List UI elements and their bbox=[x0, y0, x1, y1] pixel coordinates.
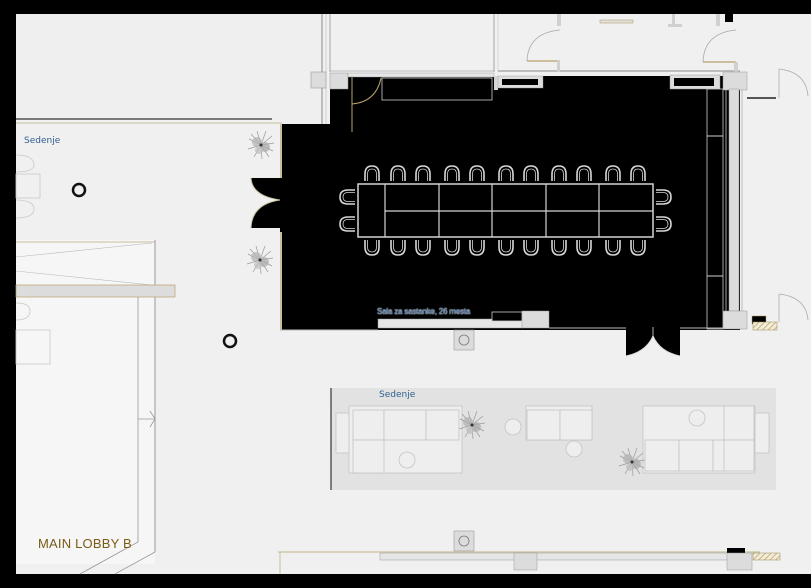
right-corridor bbox=[747, 68, 809, 322]
label-seating-left: Sedenje bbox=[24, 136, 61, 146]
label-main-lobby: MAIN LOBBY B bbox=[38, 536, 132, 551]
conference-table bbox=[357, 183, 654, 238]
left-lower-room bbox=[15, 240, 176, 575]
label-seating-lounge: Sedenje bbox=[379, 390, 416, 400]
top-left-room bbox=[16, 14, 327, 124]
top-right-rooms bbox=[498, 14, 740, 72]
floor-box-bottom bbox=[453, 530, 475, 552]
top-middle-room bbox=[329, 14, 499, 72]
bottom-wall bbox=[278, 548, 781, 574]
lounge-area bbox=[330, 388, 776, 490]
column-left-bottom bbox=[222, 333, 238, 349]
conference-room bbox=[250, 71, 778, 357]
column-left-top bbox=[71, 182, 87, 198]
label-conference-room: Sala za sastanke, 26 mesta bbox=[377, 307, 471, 316]
left-seating-furniture bbox=[15, 154, 41, 219]
floor-box-top bbox=[453, 329, 475, 351]
